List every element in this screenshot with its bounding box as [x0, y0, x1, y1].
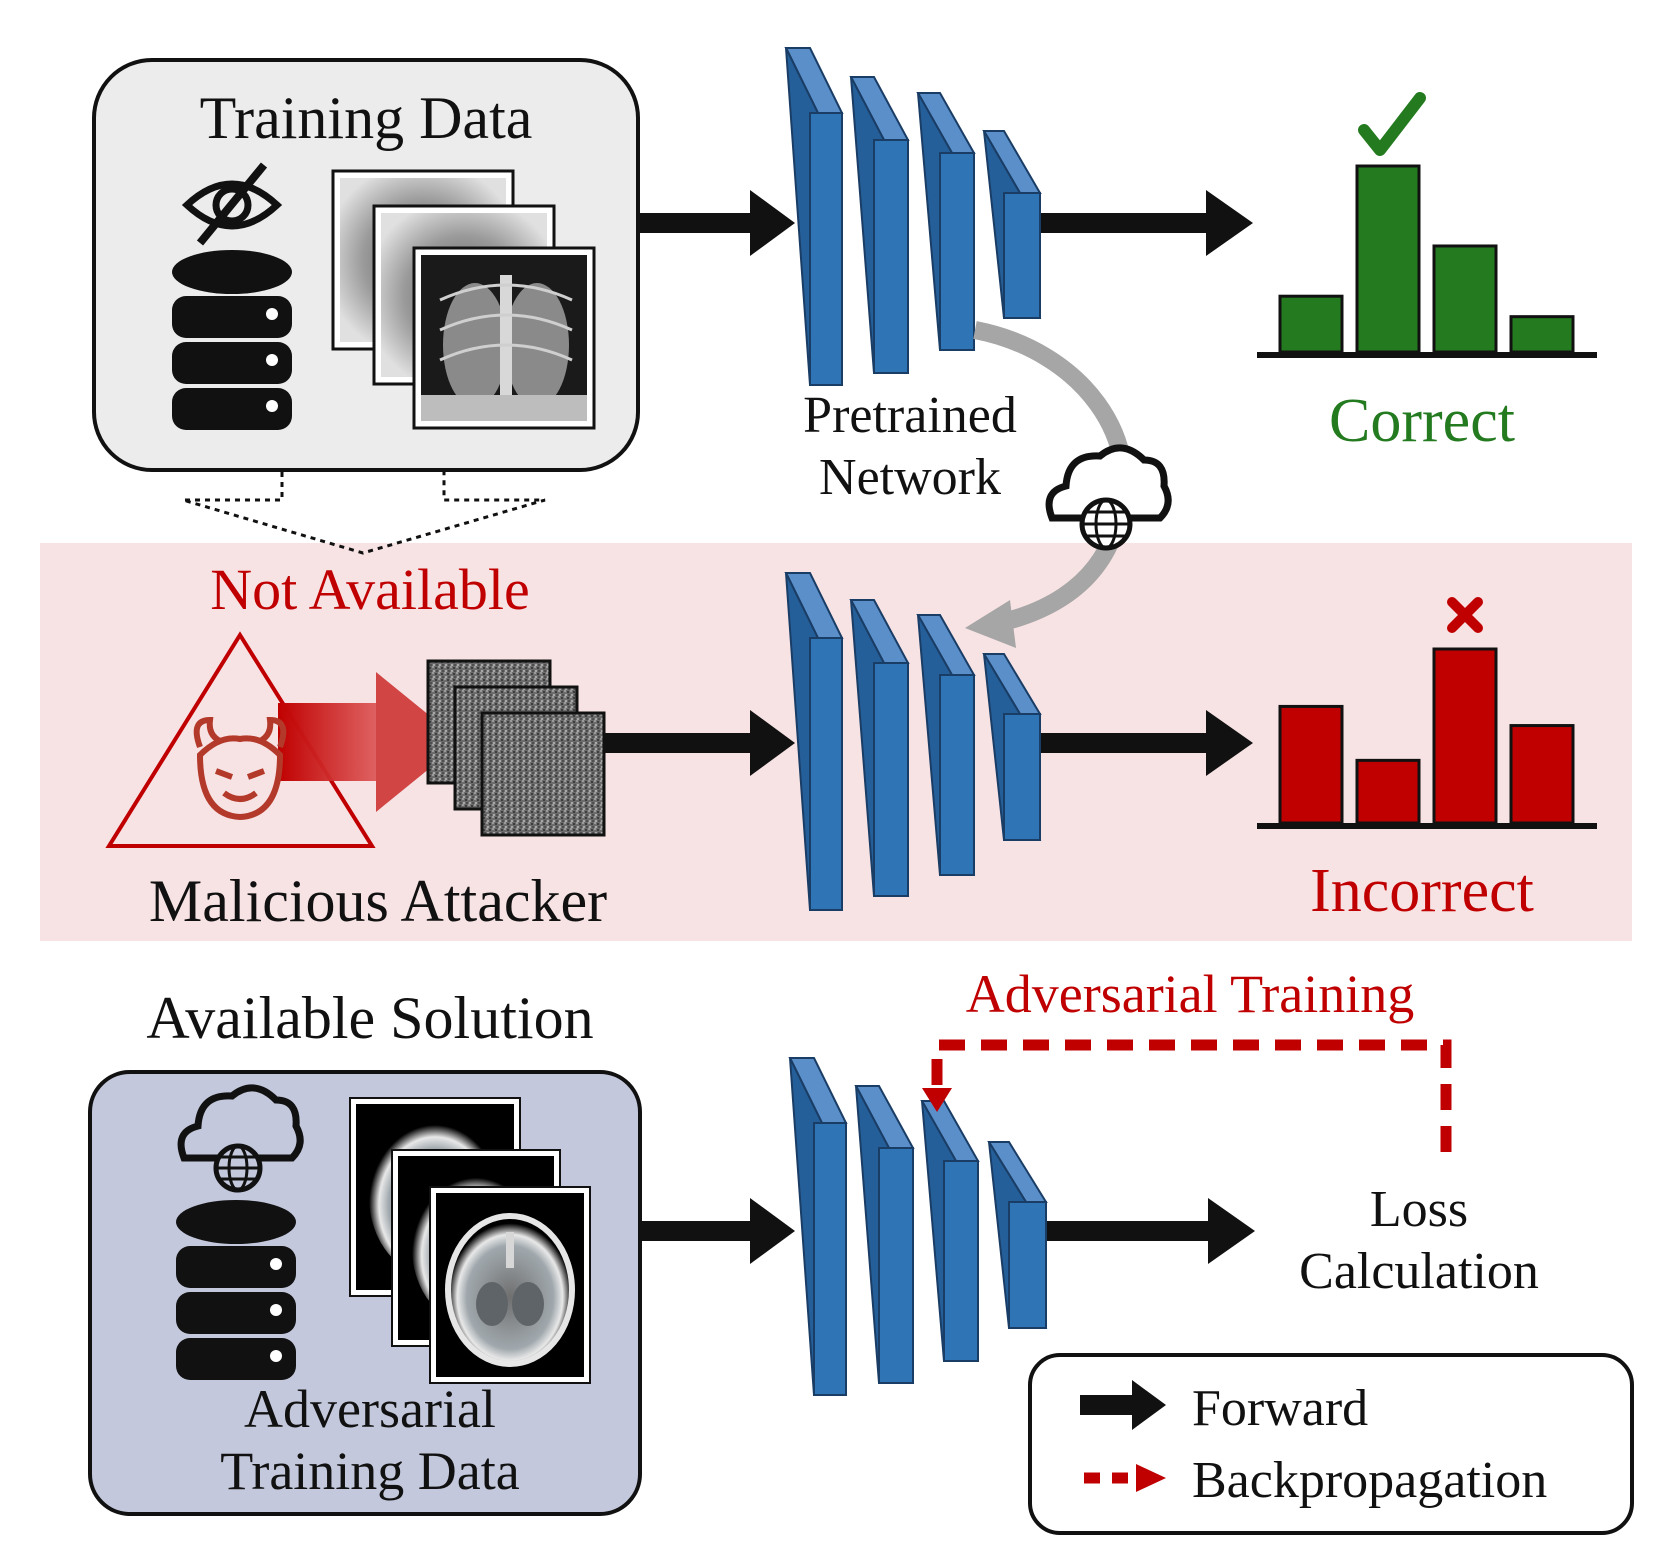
pretrained-network-label: Network — [819, 449, 1001, 506]
network-layer — [916, 92, 976, 351]
cloud-globe-icon — [177, 1084, 304, 1193]
legend-backprop-arrow-icon — [1084, 1464, 1166, 1492]
pretrained-network — [784, 47, 1042, 386]
adversarial-training-label: Adversarial Training — [966, 964, 1414, 1024]
incorrect-label: Incorrect — [1310, 857, 1534, 925]
network-layer — [849, 599, 910, 897]
available-solution-title: Available Solution — [146, 985, 593, 1051]
hidden-eye-icon — [181, 162, 283, 246]
network-layer — [849, 76, 910, 374]
attacked-network — [784, 572, 1042, 911]
loss-calculation-label: Calculation — [1299, 1243, 1539, 1300]
legend-forward-label: Forward — [1192, 1380, 1368, 1437]
adversarial-training-data-label: Adversarial — [244, 1379, 496, 1439]
network-layer — [784, 572, 844, 911]
robust-network — [788, 1057, 1048, 1396]
incorrect-prediction-bars — [1278, 647, 1575, 825]
legend-forward-arrow-icon — [1080, 1380, 1166, 1430]
correct-bar — [1355, 164, 1421, 354]
network-layer — [788, 1057, 848, 1396]
incorrect-bar — [1432, 647, 1498, 825]
network-layer — [916, 614, 976, 876]
network-layer — [982, 653, 1042, 841]
incorrect-bar — [1509, 724, 1575, 825]
network-layer — [920, 1100, 980, 1362]
forward-arrow — [640, 190, 795, 256]
attack-arrow — [278, 672, 462, 812]
ct-scan-image-stack — [349, 1097, 591, 1384]
incorrect-bar — [1278, 704, 1344, 825]
forward-arrow — [604, 710, 795, 776]
pretrained-network-label: Pretrained — [803, 387, 1017, 444]
cloud-globe-icon — [1045, 444, 1172, 551]
malicious-attacker-label: Malicious Attacker — [149, 868, 607, 934]
cross-icon — [1447, 597, 1483, 633]
adversarial-training-data-panel: Adversarial Training Data — [88, 1070, 642, 1516]
forward-arrow — [1046, 1198, 1255, 1264]
not-available-dotted-link — [182, 472, 546, 555]
backprop-loop-arrow — [922, 1039, 1452, 1152]
legend: Forward Backpropagation — [1028, 1353, 1634, 1535]
forward-arrow — [1040, 190, 1253, 256]
network-layer — [987, 1141, 1048, 1329]
database-icon — [172, 250, 292, 430]
not-available-label: Not Available — [210, 557, 529, 622]
adversarial-training-data-label: Training Data — [220, 1441, 520, 1501]
devil-icon — [193, 716, 287, 821]
correct-bar — [1278, 294, 1344, 354]
network-layer — [784, 47, 844, 386]
correct-prediction-bars — [1278, 164, 1575, 354]
legend-backprop-label: Backpropagation — [1192, 1452, 1547, 1509]
forward-arrow — [640, 1198, 795, 1264]
network-layer — [854, 1085, 915, 1384]
incorrect-bar — [1355, 758, 1421, 825]
database-icon — [176, 1200, 296, 1380]
xray-image-stack — [331, 169, 596, 430]
check-icon — [1358, 92, 1426, 156]
correct-label: Correct — [1329, 387, 1515, 455]
training-data-panel: Training Data — [92, 58, 640, 472]
adversarial-noise-images — [426, 659, 606, 837]
network-layer — [982, 130, 1042, 319]
forward-arrow — [1040, 710, 1253, 776]
correct-bar — [1509, 315, 1575, 354]
training-data-title: Training Data — [200, 85, 533, 151]
correct-bar — [1432, 244, 1498, 354]
loss-calculation-label: Loss — [1370, 1181, 1468, 1238]
